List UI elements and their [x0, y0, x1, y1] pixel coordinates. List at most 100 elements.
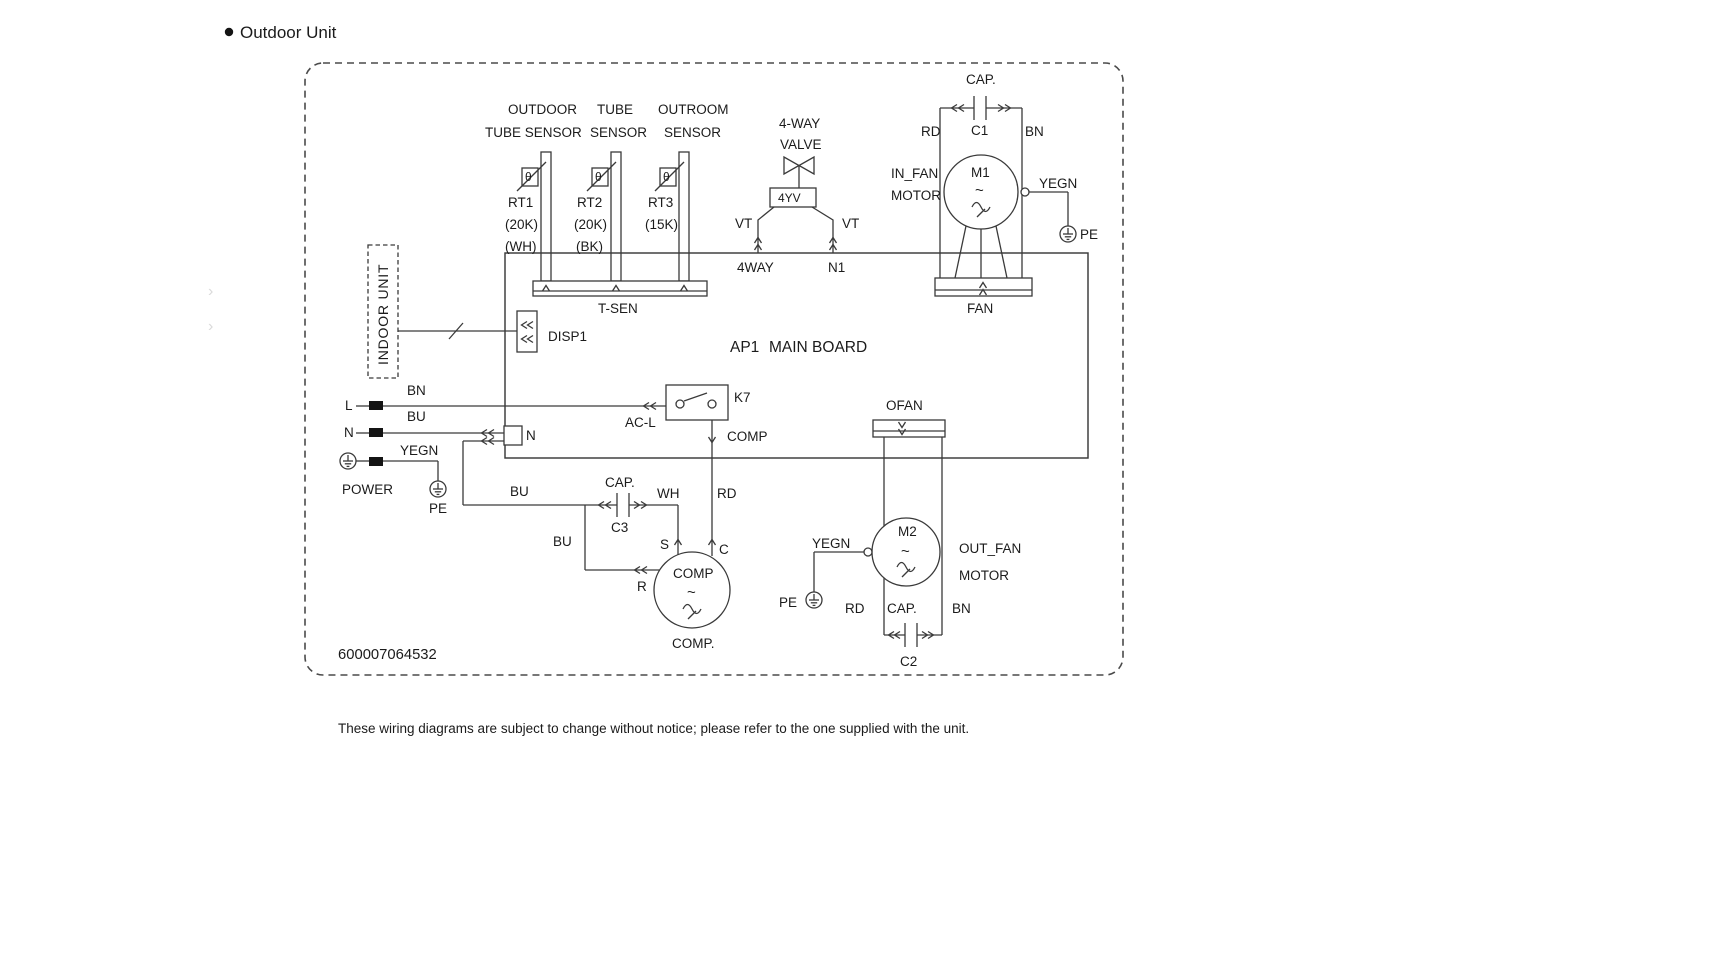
faded-chevron-icon: › [208, 318, 213, 335]
power-input-block: L N BN BU YEGN POWER PE N [339, 383, 666, 516]
m2-sine: ~ [901, 543, 910, 560]
c2-cap-label: CAP. [887, 601, 917, 616]
c1-ref: C1 [971, 123, 988, 138]
ground-tap-terminal [1020, 187, 1030, 197]
m1-yegn-label: YEGN [1039, 176, 1077, 191]
compressor-block: CAP. C3 BU BU WH RD S C R COMP ~ COMP. [463, 475, 737, 651]
temperature-sensors: OUTDOOR TUBE SENSOR TUBE SENSOR OUTROOM … [485, 102, 729, 316]
disp1-box [516, 310, 538, 353]
ground-icon [1059, 225, 1077, 243]
sensor2-name-line1: TUBE [597, 102, 633, 117]
m1-sine: ~ [975, 182, 984, 199]
ofan-label: OFAN [886, 398, 923, 413]
sensor1-spec: (20K) [505, 217, 538, 232]
bu-wire-label: BU [407, 409, 426, 424]
power-pe-label: PE [429, 501, 447, 516]
theta-symbol: θ [595, 170, 602, 184]
m1-pe-label: PE [1080, 227, 1098, 242]
motor-lead [954, 225, 967, 279]
bn-wire-label: BN [407, 383, 426, 398]
power-label: POWER [342, 482, 393, 497]
rd-wire-label: RD [717, 486, 737, 501]
sensor2-ref: RT2 [577, 195, 602, 210]
sensor2-spec: (20K) [574, 217, 607, 232]
disclaimer-note: These wiring diagrams are subject to cha… [338, 721, 969, 736]
bundle-slash [448, 322, 464, 340]
in-fan-motor-block: CAP. C1 RD BN IN_FAN MOTOR M1 ~ YEGN PE … [891, 72, 1098, 316]
yegn-wire-label: YEGN [400, 443, 438, 458]
valve-coil-box [769, 187, 817, 208]
relay-contact [675, 399, 685, 409]
thermistor-icon [591, 167, 609, 187]
board-ref: AP1 [730, 339, 759, 356]
disp1-label: DISP1 [548, 329, 587, 344]
c1-cap-label: CAP. [966, 72, 996, 87]
main-board-outline [504, 252, 1089, 459]
ground-icon [339, 452, 357, 470]
terminal-block [369, 401, 383, 410]
bullet-icon [224, 27, 234, 37]
s-terminal-label: S [660, 537, 669, 552]
relay-k7-block: K7 AC-L COMP [625, 384, 768, 556]
terminal-l-label: L [345, 398, 353, 413]
sensor1-probe [540, 151, 552, 282]
four-way-valve: 4-WAY VALVE 4YV VT VT 4WAY N1 [735, 116, 859, 275]
diagram-border [304, 62, 1124, 676]
indoor-unit-block: INDOOR UNIT [367, 244, 517, 379]
relay-k7-box [665, 384, 729, 421]
t-sen-label: T-SEN [598, 301, 638, 316]
relay-arm [683, 392, 708, 402]
sensor3-name-line1: OUTROOM [658, 102, 729, 117]
sensor3-probe [678, 151, 690, 282]
sensor2-probe [610, 151, 622, 282]
board-pin-4way: 4WAY [737, 260, 774, 275]
page-title: Outdoor Unit [240, 23, 337, 42]
indoor-unit-box [367, 244, 399, 379]
valve-name-line2: VALVE [780, 137, 822, 152]
board-name: MAIN BOARD [769, 339, 867, 356]
comp-pin-label: COMP [727, 429, 768, 444]
m2-rd-label: RD [845, 601, 865, 616]
c-terminal-label: C [719, 542, 729, 557]
fan-connector-label: FAN [967, 301, 993, 316]
sensor3-ref: RT3 [648, 195, 673, 210]
m2-bn-label: BN [952, 601, 971, 616]
m1-ref: M1 [971, 165, 990, 180]
terminal-block [369, 428, 383, 437]
m2-ref: M2 [898, 524, 917, 539]
ofan-connector [872, 419, 946, 438]
wire [757, 206, 775, 253]
c2-ref: C2 [900, 654, 917, 669]
out-fan-label-line1: OUT_FAN [959, 541, 1021, 556]
bu-branch-label: BU [553, 534, 572, 549]
faded-chevron-icon: › [208, 283, 213, 300]
t-sen-connector [532, 280, 708, 297]
relay-contact [707, 399, 717, 409]
thermistor-icon [659, 167, 677, 187]
sensor1-wire-color: (WH) [505, 239, 536, 254]
thermistor-slash [586, 161, 617, 192]
m2-yegn-label: YEGN [812, 536, 850, 551]
compressor-ref: COMP [673, 566, 714, 581]
sensor1-name-line1: OUTDOOR [508, 102, 577, 117]
m1-bn-wire-label: BN [1025, 124, 1044, 139]
compressor-label: COMP. [672, 636, 715, 651]
vt-label-right: VT [842, 216, 859, 231]
compressor-sine: ~ [687, 584, 696, 601]
sensor2-name-line2: SENSOR [590, 125, 647, 140]
compressor-circle [653, 551, 731, 629]
in-fan-label-line1: IN_FAN [891, 166, 938, 181]
part-number: 600007064532 [338, 647, 437, 663]
ground-icon [805, 591, 823, 609]
in-fan-label-line2: MOTOR [891, 188, 941, 203]
sensor2-wire-color: (BK) [576, 239, 603, 254]
terminal-block [369, 457, 383, 466]
theta-symbol: θ [663, 170, 670, 184]
valve-icon [797, 155, 815, 176]
relay-ref: K7 [734, 390, 751, 405]
terminal-n-label: N [344, 425, 354, 440]
ac-l-label: AC-L [625, 415, 656, 430]
c3-cap-label: CAP. [605, 475, 635, 490]
ground-icon [429, 480, 447, 498]
